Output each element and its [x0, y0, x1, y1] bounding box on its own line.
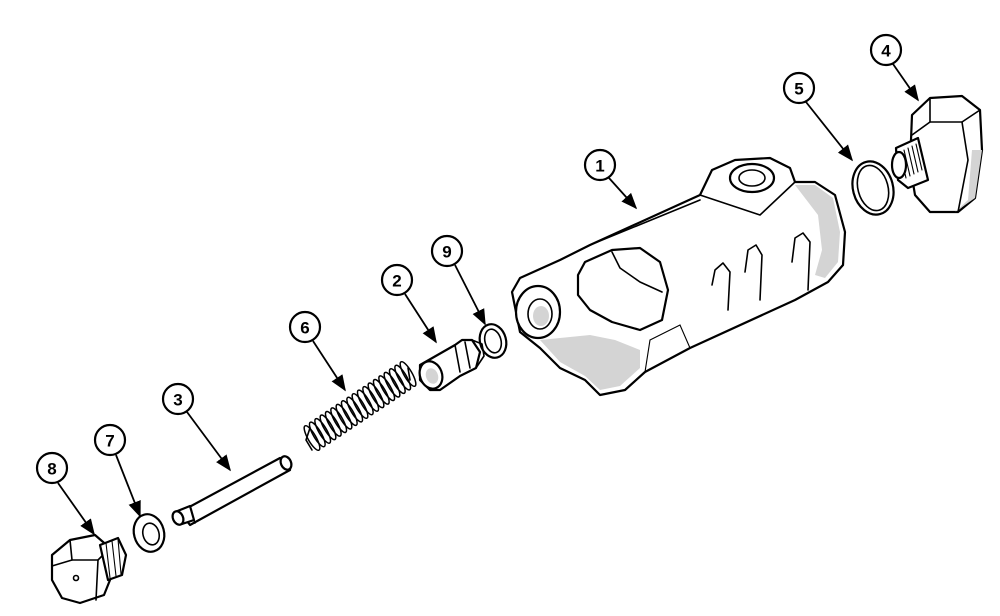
part-5-snap-ring — [851, 160, 895, 216]
leader-line-4 — [892, 63, 919, 102]
spring-coil — [394, 364, 412, 391]
part-3-plunger-pin — [171, 455, 293, 527]
callout-4-label: 4 — [881, 42, 891, 61]
spring-coil — [388, 368, 406, 395]
leader-line-6 — [312, 340, 346, 392]
spring-coil — [324, 410, 342, 437]
callout-1: 1 — [583, 148, 638, 210]
callout-6-label: 6 — [300, 319, 309, 338]
callout-7: 7 — [93, 423, 141, 518]
part-9-o-ring — [478, 323, 508, 359]
callout-4: 4 — [869, 33, 919, 102]
spring-coil — [399, 360, 417, 388]
spring-coil — [378, 375, 396, 402]
part-8-hex-plug — [50, 533, 128, 605]
callout-1-label: 1 — [595, 157, 604, 176]
callout-8-label: 8 — [47, 460, 56, 479]
callout-2: 2 — [380, 263, 437, 344]
spring-coil — [351, 392, 369, 420]
callout-3: 3 — [161, 382, 231, 472]
callout-5-label: 5 — [794, 80, 803, 99]
spring-coil — [303, 424, 321, 452]
callout-5: 5 — [782, 71, 854, 162]
spring-coil — [346, 396, 364, 423]
callout-6: 6 — [288, 310, 346, 392]
part-1-valve-housing — [510, 156, 847, 397]
part-2-poppet — [418, 338, 485, 392]
callout-7-label: 7 — [105, 432, 114, 451]
spring-coil — [356, 389, 374, 416]
leader-line-1 — [608, 177, 638, 210]
part-6-spring — [303, 360, 417, 452]
leader-line-8 — [57, 482, 95, 536]
leader-line-9 — [454, 264, 486, 326]
callout-9-label: 9 — [442, 243, 451, 262]
spring-coil — [335, 403, 353, 430]
spring-coil — [314, 417, 332, 444]
part-7-washer — [132, 513, 166, 553]
spring-coil — [319, 414, 337, 441]
callout-2-label: 2 — [392, 272, 401, 291]
spring-coil — [383, 371, 401, 398]
spring-coil — [362, 385, 380, 412]
callout-3-label: 3 — [173, 391, 182, 410]
spring-coil — [367, 382, 385, 409]
leader-line-2 — [404, 293, 437, 344]
callout-8: 8 — [35, 451, 95, 536]
callout-9: 9 — [430, 234, 486, 326]
spring-coil — [308, 421, 326, 448]
spring-coil — [340, 400, 358, 427]
leader-line-7 — [115, 454, 141, 518]
spring-coil — [372, 378, 390, 405]
spring-coil — [330, 407, 348, 434]
leader-line-3 — [186, 411, 231, 472]
leader-line-5 — [805, 101, 854, 162]
part-4-hex-plug — [890, 94, 984, 214]
